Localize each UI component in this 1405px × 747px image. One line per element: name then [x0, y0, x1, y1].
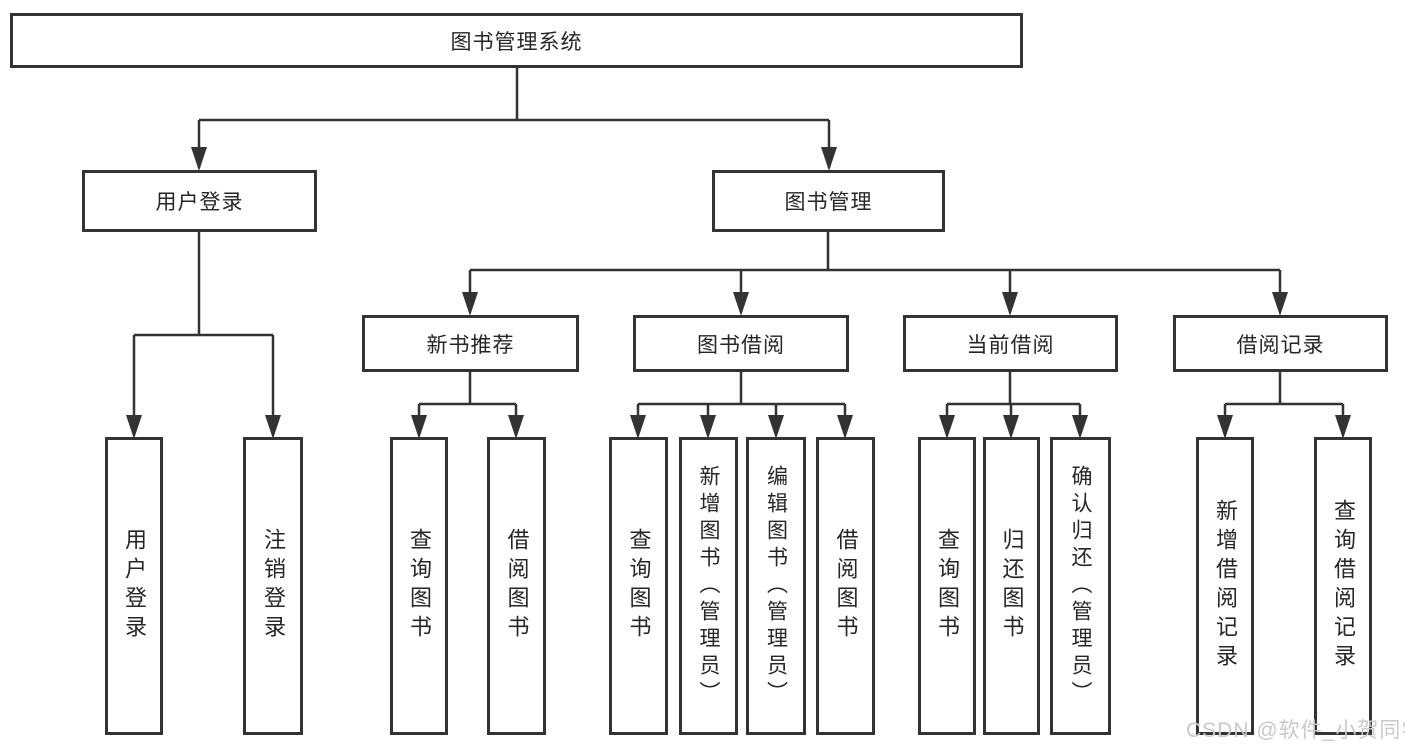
- connector-login-to-leaves: [126, 232, 281, 439]
- leaf-records-add-record-label: 新增借阅记录: [1213, 499, 1238, 673]
- connector-records-to-leaves: [1217, 372, 1351, 439]
- node-book-management: 图书管理: [712, 170, 945, 232]
- leaf-borrowing-add-books: 新增图书（管理员）: [679, 437, 738, 735]
- leaf-user-login: 用户登录: [105, 437, 163, 735]
- leaf-recommend-query-books-label: 查询图书: [407, 528, 432, 644]
- node-borrowing-records: 借阅记录: [1173, 315, 1388, 372]
- leaf-borrowing-query-books-label: 查询图书: [626, 528, 652, 644]
- leaf-borrowing-edit-books: 编辑图书（管理员）: [746, 437, 806, 735]
- leaf-recommend-query-books: 查询图书: [390, 437, 448, 735]
- connector-mgmt-to-level3: [462, 232, 1288, 316]
- connector-root-to-level2: [191, 68, 837, 171]
- leaf-current-confirm-return-label: 确认归还（管理员）: [1069, 464, 1092, 708]
- leaf-logout: 注销登录: [243, 437, 303, 735]
- leaf-current-query-books: 查询图书: [918, 437, 976, 735]
- leaf-user-login-label: 用户登录: [122, 528, 147, 644]
- leaf-recommend-borrow-books-label: 借阅图书: [504, 528, 530, 644]
- leaf-recommend-borrow-books: 借阅图书: [487, 437, 546, 735]
- leaf-current-return-books: 归还图书: [983, 437, 1040, 735]
- leaf-current-return-books-label: 归还图书: [999, 528, 1025, 644]
- leaf-logout-label: 注销登录: [261, 528, 286, 644]
- leaf-records-query-record-label: 查询借阅记录: [1331, 499, 1356, 673]
- connector-borrowing-to-leaves: [630, 372, 853, 439]
- node-root-system: 图书管理系统: [10, 13, 1023, 68]
- leaf-borrowing-borrow-books-label: 借阅图书: [833, 528, 859, 644]
- node-new-book-recommend: 新书推荐: [362, 315, 579, 372]
- leaf-borrowing-edit-books-label: 编辑图书（管理员）: [764, 464, 788, 708]
- node-book-borrowing: 图书借阅: [633, 315, 849, 372]
- csdn-watermark: CSDN @软件_小贺同学: [1186, 719, 1405, 742]
- leaf-records-query-record: 查询借阅记录: [1314, 437, 1372, 735]
- leaf-borrowing-borrow-books: 借阅图书: [816, 437, 875, 735]
- leaf-current-query-books-label: 查询图书: [935, 528, 960, 644]
- connector-recommend-to-leaves: [411, 372, 524, 439]
- leaf-borrowing-query-books: 查询图书: [609, 437, 668, 735]
- connector-current-to-leaves: [939, 372, 1088, 439]
- node-user-login: 用户登录: [82, 170, 317, 232]
- node-current-borrowing: 当前借阅: [903, 315, 1118, 372]
- leaf-records-add-record: 新增借阅记录: [1196, 437, 1254, 735]
- leaf-current-confirm-return: 确认归还（管理员）: [1050, 437, 1111, 735]
- leaf-borrowing-add-books-label: 新增图书（管理员）: [697, 464, 720, 708]
